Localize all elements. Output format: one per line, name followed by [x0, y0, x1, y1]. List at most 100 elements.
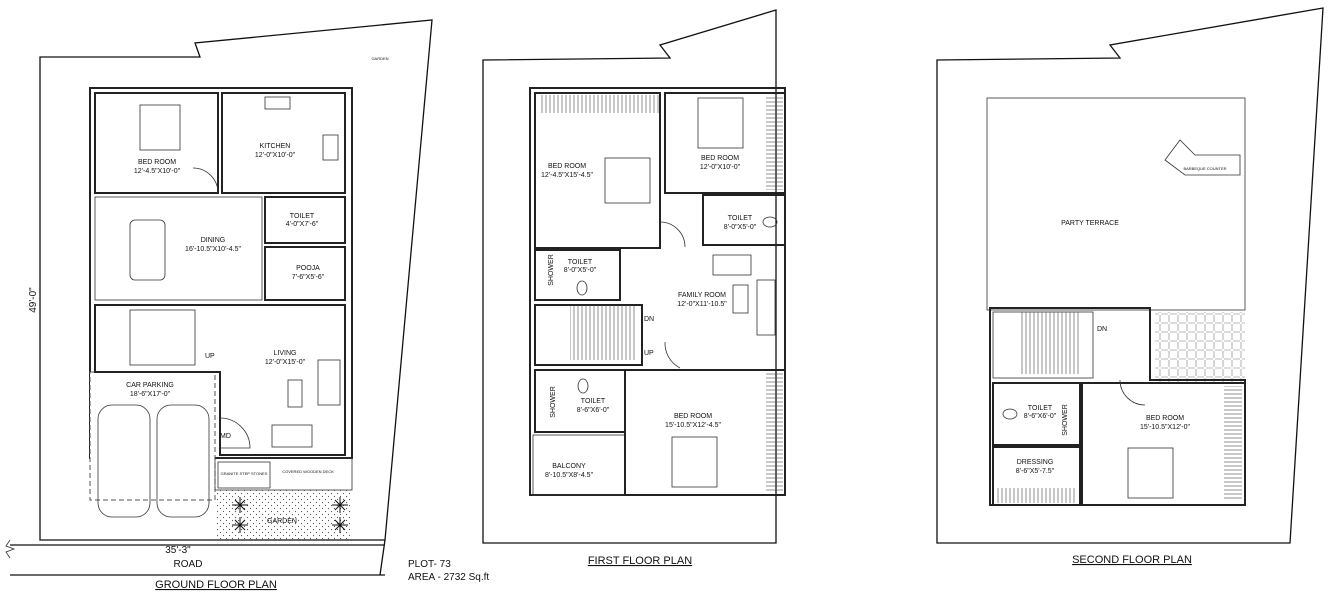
room-size: 15'-10.5"X12'-4.5" — [665, 422, 721, 429]
shower-label: SHOWER — [550, 386, 557, 418]
toilet-icon — [576, 280, 588, 296]
sofa-icon — [317, 359, 341, 406]
room-size: 15'-10.5"X12'-0" — [1140, 424, 1191, 431]
bed-icon — [697, 97, 744, 149]
room-name: TOILET — [290, 213, 315, 220]
first-bedroom-3 — [624, 369, 786, 496]
front-garden — [215, 490, 352, 540]
room-size: 8'-6"X6'-0" — [1024, 413, 1057, 420]
dressing — [992, 446, 1081, 506]
room-name: BED ROOM — [701, 155, 739, 162]
garden-label: GARDEN — [371, 56, 388, 61]
toilet-icon — [577, 378, 589, 394]
room-name: FAMILY ROOM — [678, 292, 726, 299]
table-icon — [732, 284, 749, 314]
road-label: ROAD — [174, 559, 203, 570]
room-name: CAR PARKING — [126, 382, 174, 389]
bbq-label: BARBEQUE COUNTER — [1183, 166, 1226, 171]
car-parking-area — [89, 371, 216, 501]
room-size: 12'-4.5"X10'-0" — [134, 168, 181, 175]
down-label: DN — [1097, 326, 1107, 333]
staircase-icon — [1020, 312, 1080, 374]
pooja — [264, 246, 346, 301]
party-terrace — [986, 97, 1246, 311]
room-size: 12'-4.5"X15'-4.5" — [541, 172, 594, 179]
door-swing-icon — [659, 221, 686, 248]
down-label: DN — [644, 316, 654, 323]
ground-floor-title: GROUND FLOOR PLAN — [155, 579, 277, 591]
main-door-icon — [219, 417, 251, 449]
toilet-icon — [762, 216, 778, 228]
dining — [94, 196, 263, 301]
living — [94, 304, 346, 456]
sofa-icon — [756, 279, 776, 336]
second-plot-boundary — [936, 7, 1324, 544]
bed-icon — [1127, 447, 1174, 499]
second-floor-plan: BARBEQUE COUNTER PARTY TERRACE DN TOILET… — [936, 7, 1324, 566]
room-name: DRESSING — [1017, 459, 1054, 466]
dining-table-icon — [129, 219, 166, 281]
room-name: TOILET — [568, 259, 593, 266]
palm-plant-icon — [232, 497, 348, 533]
room-size: 4'-0"X7'-6" — [286, 221, 319, 228]
shower-label: SHOWER — [548, 254, 555, 286]
room-name: BED ROOM — [138, 159, 176, 166]
room-name: TOILET — [1028, 405, 1053, 412]
room-name: KITCHEN — [260, 143, 291, 150]
room-size: 12'-0"X11'-10.5" — [677, 301, 727, 308]
width-dimension: 35'-3" — [165, 545, 191, 556]
room-name: BED ROOM — [1146, 415, 1184, 422]
room-size: 8'-6"X5'-7.5" — [1016, 468, 1055, 475]
plot-number: PLOT- 73 — [408, 559, 451, 570]
car-icon — [156, 404, 210, 518]
room-size: 7'-6"X5'-6" — [292, 274, 325, 281]
stove-icon — [322, 134, 339, 161]
room-size: 8'-6"X6'-0" — [577, 407, 610, 414]
coffee-table-icon — [287, 379, 303, 408]
ground-toilet — [264, 196, 346, 244]
first-plot-boundary — [482, 9, 777, 544]
first-floor-title: FIRST FLOOR PLAN — [588, 555, 692, 567]
door-swing-icon — [1119, 379, 1146, 406]
road — [10, 539, 386, 576]
first-floor-plan: BED ROOM 12'-4.5"X15'-4.5" BED ROOM 12'-… — [482, 9, 786, 567]
staircase-icon — [129, 309, 196, 366]
bed-icon — [671, 436, 718, 488]
staircase-icon — [570, 305, 635, 360]
bed-icon — [139, 104, 181, 151]
deck-label: COVERED WOODEN DECK — [282, 469, 334, 474]
room-name: BALCONY — [552, 463, 586, 470]
first-toilet-1 — [702, 194, 786, 246]
room-size: 8'-10.5"X8'-4.5" — [545, 472, 594, 479]
room-name: TOILET — [728, 215, 753, 222]
first-toilet-2 — [534, 249, 621, 301]
sofa-icon — [712, 254, 752, 276]
barbeque-counter — [1164, 139, 1241, 176]
break-line-icon — [5, 539, 16, 559]
bed-icon — [604, 157, 651, 204]
garden-label: GARDEN — [267, 518, 297, 525]
door-swing-icon — [192, 167, 219, 194]
room-name: POOJA — [296, 265, 320, 272]
room-size: 16'-10.5"X10'-4.5" — [185, 246, 241, 253]
second-bedroom — [1081, 382, 1246, 506]
room-size: 12'-0"X10'-0" — [700, 164, 741, 171]
step-stones — [217, 461, 271, 489]
up-label: UP — [644, 350, 654, 357]
room-name: BED ROOM — [674, 413, 712, 420]
room-size: 8'-0"X5'-0" — [724, 224, 757, 231]
first-building — [529, 87, 786, 496]
main-door-label: MD — [220, 433, 231, 440]
room-size: 18'-6"X17'-0" — [130, 391, 171, 398]
depth-dimension: 49'-0" — [28, 287, 39, 313]
steps-label: GRANITE STEP STONES — [221, 471, 268, 476]
up-label: UP — [205, 353, 215, 360]
room-size: 12'-0"X15'-0" — [265, 359, 306, 366]
shower-label: SHOWER — [1062, 404, 1069, 436]
terrace-label: PARTY TERRACE — [1061, 220, 1119, 227]
room-name: BED ROOM — [548, 163, 586, 170]
sofa-icon — [271, 424, 313, 448]
plot-area: AREA - 2732 Sq.ft — [408, 572, 489, 583]
